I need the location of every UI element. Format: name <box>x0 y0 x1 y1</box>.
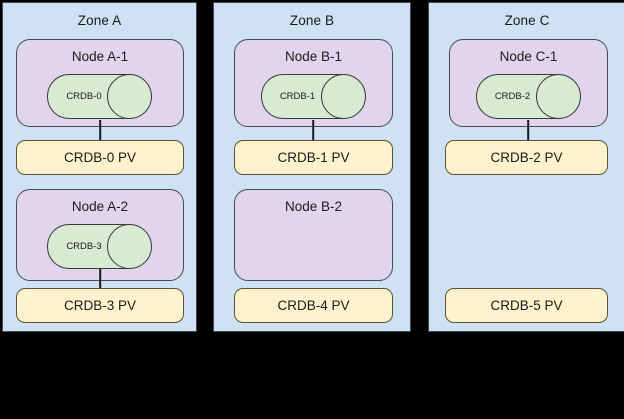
node-box-node-c-1[interactable]: Node C-1 CRDB-2 <box>449 39 608 127</box>
node-title: Node B-1 <box>284 49 343 64</box>
cylinder-cap-right <box>107 74 152 119</box>
node-title: Node A-2 <box>71 199 129 214</box>
pv-box-crdb-2-pv[interactable]: CRDB-2 PV <box>445 140 608 175</box>
zone-panel-zone-a[interactable]: Zone A Node A-1 CRDB-0 CRDB-0 PV Node A-… <box>2 2 197 332</box>
node-box-node-b-2[interactable]: Node B-2 <box>234 189 393 281</box>
database-label: CRDB-3 <box>66 241 102 252</box>
connector-line <box>312 120 314 141</box>
pv-box-crdb-4-pv[interactable]: CRDB-4 PV <box>234 288 393 323</box>
database-cylinder-icon: CRDB-1 <box>260 74 367 119</box>
zone-panel-zone-c[interactable]: Zone C Node C-1 CRDB-2 CRDB-2 PV CRDB-5 … <box>428 2 624 332</box>
node-box-node-a-1[interactable]: Node A-1 CRDB-0 <box>16 39 184 127</box>
database-label: CRDB-2 <box>494 91 531 102</box>
zone-title: Zone B <box>289 13 335 28</box>
node-title: Node B-2 <box>284 199 343 214</box>
node-box-node-a-2[interactable]: Node A-2 CRDB-3 <box>16 189 184 281</box>
pv-box-crdb-3-pv[interactable]: CRDB-3 PV <box>16 288 184 323</box>
zone-title: Zone A <box>77 13 122 28</box>
database-label: CRDB-0 <box>66 91 102 102</box>
pv-box-crdb-1-pv[interactable]: CRDB-1 PV <box>234 140 393 175</box>
cylinder-cap-right <box>320 74 366 119</box>
node-title: Node A-1 <box>71 49 129 64</box>
zone-title: Zone C <box>504 13 550 28</box>
pv-box-crdb-5-pv[interactable]: CRDB-5 PV <box>445 288 608 323</box>
cylinder-cap-right <box>107 224 152 269</box>
database-cylinder-icon: CRDB-2 <box>475 74 582 119</box>
zone-panel-zone-b[interactable]: Zone B Node B-1 CRDB-1 CRDB-1 PV Node B-… <box>213 2 411 332</box>
connector-line <box>99 269 101 289</box>
pv-box-crdb-0-pv[interactable]: CRDB-0 PV <box>16 140 184 175</box>
cylinder-cap-right <box>535 74 581 119</box>
connector-line <box>99 120 101 141</box>
database-cylinder-icon: CRDB-3 <box>47 224 153 269</box>
node-title: Node C-1 <box>499 49 558 64</box>
node-box-node-b-1[interactable]: Node B-1 CRDB-1 <box>234 39 393 127</box>
database-label: CRDB-1 <box>279 91 316 102</box>
connector-line <box>527 120 529 141</box>
database-cylinder-icon: CRDB-0 <box>47 74 153 119</box>
